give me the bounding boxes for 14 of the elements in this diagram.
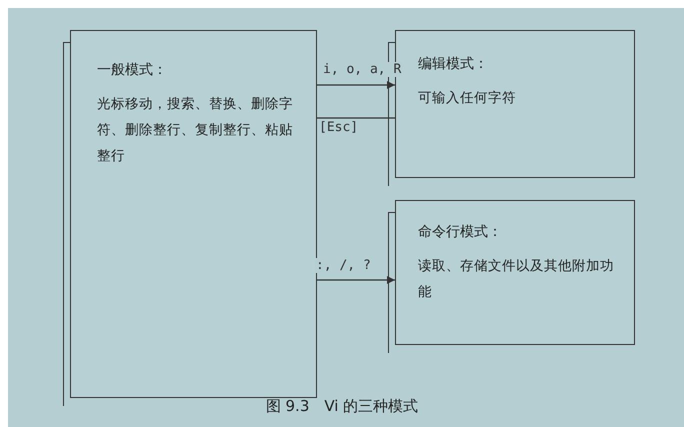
mode-description: 可输入任何字符: [418, 89, 517, 108]
figure-caption: 图 9.3 Vi 的三种模式: [264, 397, 420, 416]
mode-box: [395, 30, 635, 178]
edge-label: :, /, ?: [315, 258, 372, 273]
mode-description: 读取、存储文件以及其他附加功能: [418, 257, 615, 302]
mode-box: [70, 30, 317, 398]
edge-label: i, o, a, R: [322, 62, 402, 77]
mode-title: 编辑模式：: [418, 55, 489, 73]
mode-title: 一般模式：: [97, 61, 168, 79]
mode-title: 命令行模式：: [418, 223, 503, 241]
mode-description: 光标移动，搜索、替换、删除字符、删除整行、复制整行、粘贴整行: [97, 95, 294, 166]
arrow: [317, 81, 395, 89]
mode-box: [395, 200, 635, 345]
arrow: [317, 276, 395, 284]
